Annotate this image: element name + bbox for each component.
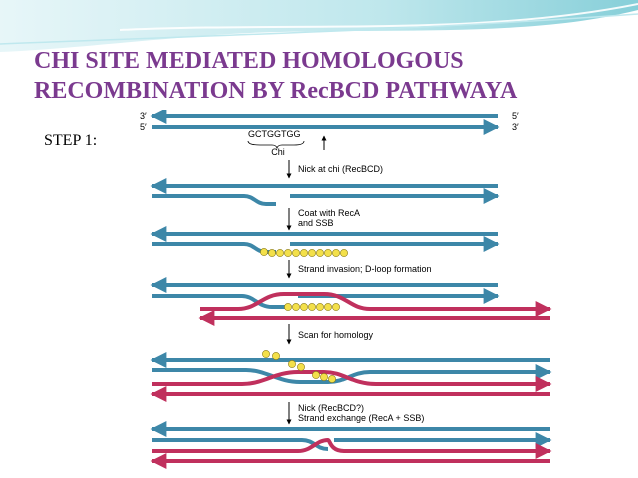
step-label-nick-at-chi: Nick at chi (RecBCD) xyxy=(298,164,383,174)
dna-invading-strand xyxy=(152,294,290,309)
recipient-dloop-strand xyxy=(200,292,552,317)
title-line-2: RECOMBINATION BY RecBCD PATHWAYA xyxy=(34,78,518,104)
chi-label: Chi xyxy=(271,147,285,157)
recbcd-pathway-figure: 3′ 5′ 5′ 3′ GCTGGTGG Chi Nick at chi (Re… xyxy=(140,110,552,469)
label-5prime-bottom-left: 5′ xyxy=(140,122,147,132)
recipient-crossing-strand xyxy=(152,370,552,392)
step-label-nick-recbcd: Nick (RecBCD?) xyxy=(298,403,364,413)
step-label-coat-line-2: and SSB xyxy=(298,218,334,228)
recipient-exchanged-strand xyxy=(152,437,552,459)
label-5prime-top-right: 5′ xyxy=(512,111,519,121)
step-label-coat-line-1: Coat with RecA xyxy=(298,208,360,218)
title-line-1: CHI SITE MEDIATED HOMOLOGOUS xyxy=(34,48,464,74)
label-3prime-bottom-right: 3′ xyxy=(512,122,519,132)
step-label-scan-homology: Scan for homology xyxy=(298,330,374,340)
reca-ssb-coat xyxy=(260,248,348,257)
reca-filament-invading xyxy=(284,303,340,311)
dna-exchanged-strand xyxy=(152,438,329,451)
dna-scanning-strand xyxy=(152,368,371,384)
reca-ssb-released xyxy=(262,350,336,383)
header-swoosh xyxy=(0,0,638,52)
chi-brace xyxy=(247,140,305,150)
slide-title: CHI SITE MEDIATED HOMOLOGOUS RECOMBINATI… xyxy=(34,46,634,106)
step-label: STEP 1: xyxy=(44,132,98,149)
chi-sequence: GCTGGTGG xyxy=(248,129,301,139)
dna-nicked-overhang xyxy=(152,194,276,206)
label-3prime-top-left: 3′ xyxy=(140,111,147,121)
step-label-strand-invasion: Strand invasion; D-loop formation xyxy=(298,264,432,274)
step-label-strand-exchange: Strand exchange (RecA + SSB) xyxy=(298,413,424,423)
dna-coated-overhang xyxy=(152,242,276,254)
